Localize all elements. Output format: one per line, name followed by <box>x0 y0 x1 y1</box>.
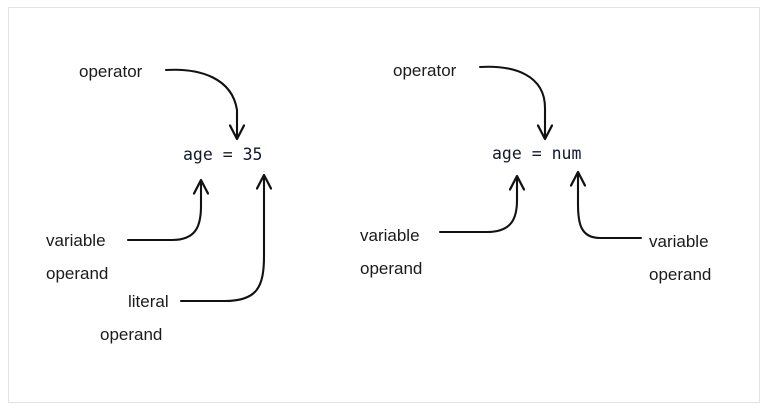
arrow-left-operator <box>164 68 237 137</box>
arrow-left-literal-operand <box>179 177 264 303</box>
label-right-variable-left: variable <box>360 226 420 245</box>
arrow-right-variable-operand-right <box>578 174 643 240</box>
label-left-literal: literal <box>128 292 169 311</box>
label-left-literal-operand: operand <box>100 325 163 344</box>
label-left-variable: variable <box>46 231 106 250</box>
code-right-statement: age = num <box>492 144 582 163</box>
label-right-operator: operator <box>393 61 457 80</box>
figure-card-frame <box>8 7 760 403</box>
label-right-variable-left-operand: operand <box>360 259 423 278</box>
arrow-right-variable-operand-left <box>438 178 517 234</box>
arrow-right-operator <box>478 65 545 137</box>
label-left-operator: operator <box>79 62 143 81</box>
code-left-statement: age = 35 <box>183 145 263 164</box>
arrow-left-variable-operand <box>126 182 201 242</box>
label-right-variable-right: variable <box>649 232 709 251</box>
label-right-variable-right-operand: operand <box>649 265 712 284</box>
label-left-variable-operand: operand <box>46 264 109 283</box>
